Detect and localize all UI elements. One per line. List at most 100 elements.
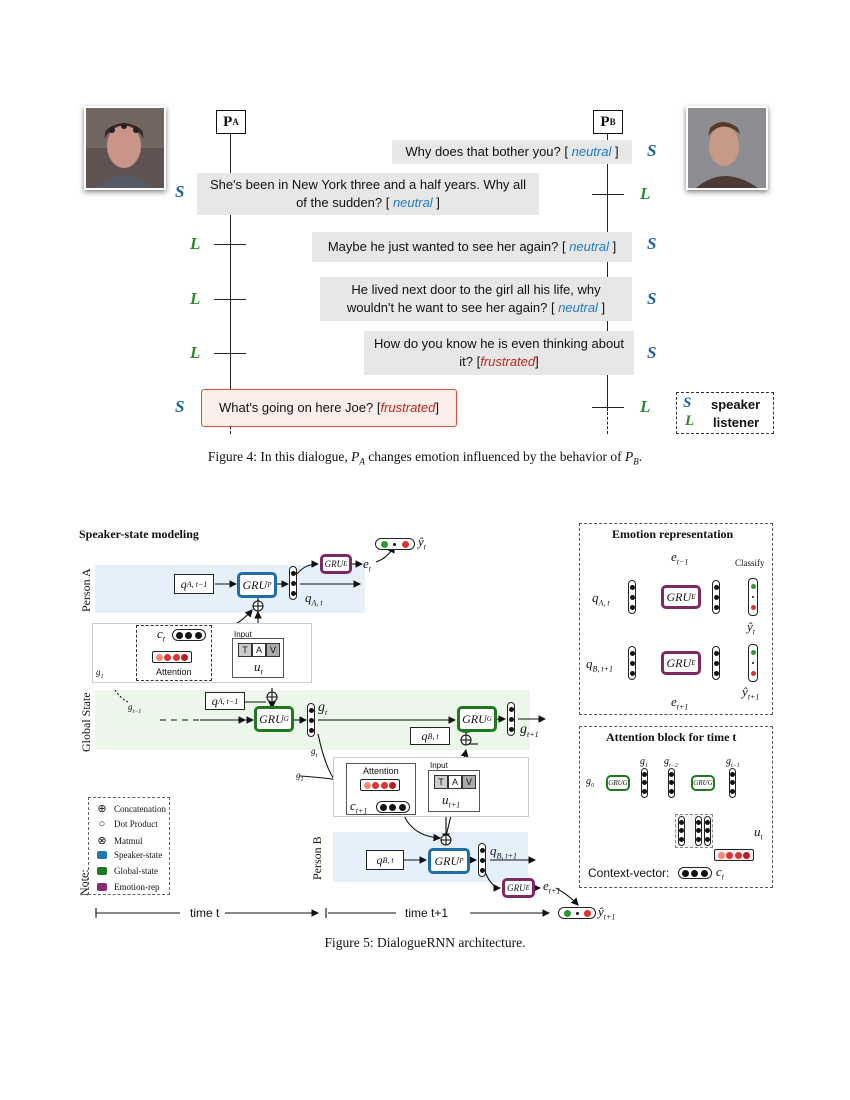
concat-icon: ⊕ <box>97 803 107 815</box>
legend-speaker-state: Speaker-state <box>97 850 162 860</box>
speaker-icon: S <box>175 182 185 201</box>
classifier-output <box>748 644 758 682</box>
emotion-rep-title: Emotion representation <box>612 527 734 541</box>
speaker-icon: S <box>647 343 657 362</box>
legend-matmul: ⊗Matmul <box>97 835 143 847</box>
matrix-column <box>704 816 711 846</box>
emotion-representation-panel <box>579 523 773 715</box>
dot-product-icon: ○ <box>98 818 106 830</box>
text-modality: T <box>238 643 252 657</box>
legend-emotion-rep: Emotion-rep <box>97 882 160 892</box>
speaker-icon: S <box>683 395 692 411</box>
g1-label: g1 <box>96 667 104 680</box>
matrix-column <box>678 816 685 846</box>
speaker-icon: S <box>647 289 657 308</box>
tick-a <box>214 244 246 246</box>
input-label-a: Input <box>234 630 252 639</box>
speaker-icon: S <box>647 234 657 253</box>
attention-label-a: Attention <box>156 667 192 677</box>
u-t1-label: ut+1 <box>442 792 461 810</box>
tick-b <box>592 407 624 409</box>
c-t-att-label: ct <box>716 864 725 882</box>
g1-small-label: g1 <box>296 770 304 783</box>
q-a-t-label: qA, t <box>305 590 323 608</box>
y-t1-er-label: ŷt+1 <box>742 684 760 702</box>
tick-b <box>592 194 624 196</box>
state-vector <box>478 843 486 877</box>
speaker-icon: S <box>647 141 657 160</box>
timeline-a <box>230 133 232 411</box>
tick-a <box>214 299 246 301</box>
global-vector <box>307 703 315 737</box>
fig4-legend: S speaker L listener <box>676 392 774 434</box>
speaker-state-title: Speaker-state modeling <box>79 527 199 541</box>
e-t1-er-label: et+1 <box>671 694 689 712</box>
audio-modality: A <box>252 643 266 657</box>
visual-modality: V <box>266 643 280 657</box>
attention-block-title: Attention block for time t <box>606 730 737 744</box>
u-t-att-label: ut <box>754 824 763 842</box>
output-b-vector <box>558 907 596 919</box>
matmul-icon: ⊗ <box>97 835 107 847</box>
person-a-photo <box>84 106 166 190</box>
visual-modality: V <box>462 775 476 789</box>
g-t1-label: gt+1 <box>520 722 539 739</box>
person-b-label: Person B <box>310 836 324 880</box>
context-vector-a <box>172 629 206 641</box>
text-modality: T <box>434 775 448 789</box>
e-t1-label: et+1 <box>543 878 561 896</box>
attention-weights-b <box>360 779 400 791</box>
time-t1-label: time t+1 <box>405 906 449 920</box>
q-b-t1-er-label: qB, t+1 <box>586 656 614 674</box>
attention-label-b: Attention <box>363 766 399 776</box>
c-t1-label: ct+1 <box>350 798 368 816</box>
timeline-b <box>607 133 609 411</box>
g-t-1-att-label: gt−1 <box>726 756 740 769</box>
utterance-1: Why does that bother you? [ neutral ] <box>392 140 632 164</box>
q-a-t-er-label: qA, t <box>592 590 610 608</box>
c-t-label: ct <box>157 626 166 644</box>
tick-a <box>214 353 246 355</box>
g-t-1-label: gt−1 <box>128 702 142 715</box>
e-prev-label: et−1 <box>671 549 689 567</box>
g1-att-label: g1 <box>640 756 648 769</box>
global-vector <box>507 702 515 736</box>
attention-weights-a <box>152 651 192 663</box>
speaker-icon: S <box>175 397 185 416</box>
output-a-vector <box>375 538 415 550</box>
utterance-3: Maybe he just wanted to see her again? [… <box>312 232 632 262</box>
context-vector-label: Context-vector: <box>588 866 670 880</box>
y-hat-t1-label: ŷt+1 <box>598 904 616 922</box>
legend-dot: ○Dot Product <box>98 818 158 830</box>
input-label-b: Input <box>430 761 448 770</box>
e-t-label: et <box>363 556 372 574</box>
y-hat-t-label: ŷt <box>418 534 427 552</box>
g-t-small-label: gt <box>311 746 318 759</box>
figure-5-caption: Figure 5: DialogueRNN architecture. <box>324 935 526 950</box>
context-vector-b <box>376 801 410 813</box>
time-t-label: time t <box>190 906 220 920</box>
attention-weights <box>714 849 754 861</box>
matrix-column <box>695 816 702 846</box>
state-vector <box>712 646 720 680</box>
legend-speaker-label: speaker <box>711 397 761 412</box>
q-b-t1-label: qB, t+1 <box>490 843 518 861</box>
state-vector <box>628 646 636 680</box>
utterance-2: She's been in New York three and a half … <box>197 173 539 215</box>
utterance-6: What's going on here Joe? [frustrated] <box>201 389 457 427</box>
g-t-2-label: gt−2 <box>664 756 678 769</box>
audio-modality: A <box>448 775 462 789</box>
utterance-4: He lived next door to the girl all his l… <box>320 277 632 321</box>
listener-icon: L <box>685 413 695 429</box>
